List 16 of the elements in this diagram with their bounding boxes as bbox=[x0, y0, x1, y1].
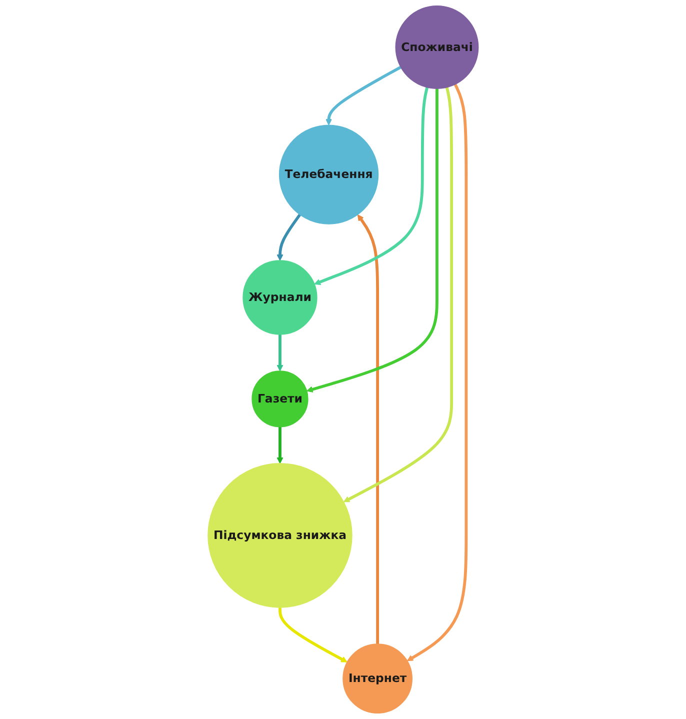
node-circle: Телебачення bbox=[278, 124, 378, 224]
arrow bbox=[343, 87, 453, 502]
arrow bbox=[306, 88, 438, 392]
arrow bbox=[406, 84, 468, 662]
arrow bbox=[276, 334, 284, 372]
arrow bbox=[278, 607, 348, 662]
arrow bbox=[276, 214, 301, 261]
arrow bbox=[314, 87, 428, 286]
node-circle: Споживачі bbox=[395, 5, 479, 89]
node-circle: Інтернет bbox=[342, 644, 412, 714]
node-circle: Журнали bbox=[242, 260, 318, 335]
node-circle: Газети bbox=[251, 370, 308, 428]
arrow bbox=[325, 66, 402, 126]
node-circle: Підсумкова знижка bbox=[207, 463, 352, 608]
arrow bbox=[357, 214, 379, 644]
arrow bbox=[276, 426, 284, 464]
